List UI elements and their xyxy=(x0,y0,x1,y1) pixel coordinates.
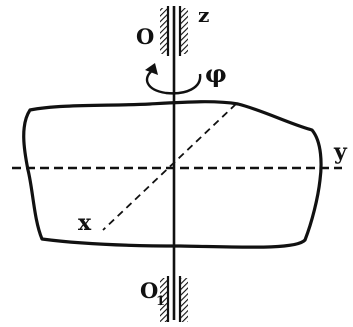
body-outline xyxy=(22,100,323,249)
top-bearing xyxy=(160,6,188,56)
bottom-bearing-hatch-left xyxy=(160,278,168,322)
top-bearing-hatch-left xyxy=(160,8,168,54)
rotation-arrow-head xyxy=(145,63,158,75)
bottom-pivot-label: O xyxy=(140,278,158,303)
x-axis-line xyxy=(102,103,237,231)
top-pivot-label: O xyxy=(136,24,154,49)
rotation-arrow-arc xyxy=(145,69,202,95)
bottom-pivot-subscript: 1 xyxy=(156,294,165,309)
rotation-arrow xyxy=(145,63,202,95)
top-bearing-hatch-right xyxy=(180,8,188,54)
y-axis-label: y xyxy=(333,139,348,165)
bottom-bearing-hatch-right xyxy=(180,278,188,322)
rotation-angle-label: φ xyxy=(205,59,227,88)
x-axis-label: x xyxy=(78,210,92,236)
z-axis-label: z xyxy=(198,3,209,27)
bottom-bearing xyxy=(160,276,188,322)
